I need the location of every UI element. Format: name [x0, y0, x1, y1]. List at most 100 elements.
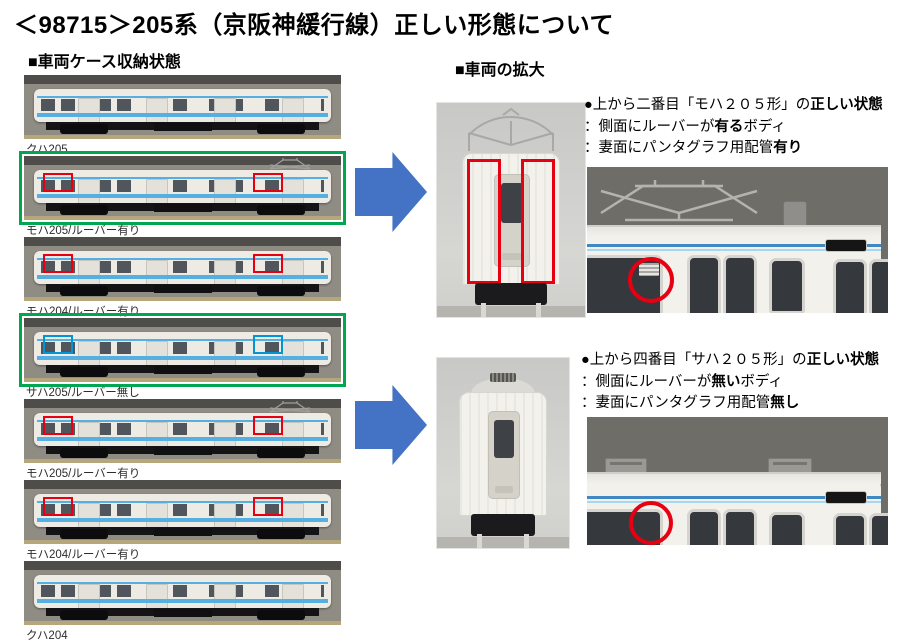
door: [214, 179, 236, 205]
end-door-window: [494, 419, 514, 458]
bogie: [257, 286, 305, 296]
rail: [524, 534, 530, 548]
louver-highlight-red: [253, 173, 283, 192]
door-window: [833, 259, 867, 313]
bogie: [60, 448, 108, 458]
stripe-thin: [37, 177, 328, 179]
window-band: [41, 99, 324, 111]
case-shadow: [24, 156, 341, 165]
case-edge: [24, 216, 341, 220]
track: [437, 537, 569, 548]
car-body: [34, 170, 331, 205]
stripe-thick: [37, 518, 328, 522]
bogie: [471, 514, 535, 536]
bogie: [60, 529, 108, 539]
car-body: [34, 494, 331, 529]
car-photo: [24, 480, 341, 544]
stripe-thin: [37, 501, 328, 503]
roof-grill: [489, 373, 517, 382]
door: [146, 422, 168, 448]
track: [437, 306, 585, 317]
door: [214, 422, 236, 448]
right-arrow-icon: [355, 152, 427, 232]
door: [282, 341, 304, 367]
car-label: モハ205/ルーバー有り: [26, 225, 141, 237]
case-shadow: [24, 561, 341, 570]
case-shadow: [24, 480, 341, 489]
louver-highlight-blue: [253, 335, 283, 354]
case-shadow: [24, 399, 341, 408]
underfloor-equipment: [154, 123, 212, 131]
bogie: [257, 367, 305, 377]
end-view-photo-saha205: [437, 358, 569, 548]
car-label: モハ204/ルーバー有り: [26, 306, 141, 318]
note-bold: 正しい状態: [810, 97, 883, 113]
note-text: ●上から二番目「モハ２０５形」の: [584, 97, 811, 113]
stripe-dark-blue: [587, 496, 881, 499]
car-row: サハ205/ルーバー無し: [19, 313, 346, 399]
case-edge: [24, 378, 341, 382]
door-window: [833, 513, 867, 545]
note-bold: 無し: [770, 395, 800, 411]
note-line: ：妻面にパンタグラフ用配管有り: [584, 138, 896, 160]
bogie: [60, 286, 108, 296]
note-line: ●上から二番目「モハ２０５形」の正しい状態: [584, 95, 896, 117]
door: [146, 584, 168, 610]
note-bold: 有る: [714, 118, 744, 135]
door: [78, 260, 100, 286]
case-edge: [24, 297, 341, 301]
underfloor-equipment: [154, 204, 212, 212]
right-arrow-icon: [355, 385, 427, 465]
door: [146, 98, 168, 124]
bogie: [475, 283, 547, 305]
door-window: [687, 509, 721, 545]
car-body: [34, 575, 331, 610]
car-label: クハ205: [26, 144, 68, 156]
underfloor-equipment: [154, 447, 212, 455]
underfloor-equipment: [154, 285, 212, 293]
car-photo: [19, 313, 346, 387]
stripe-thin: [37, 96, 328, 98]
underfloor-equipment: [154, 366, 212, 374]
louver-highlight-red: [43, 254, 73, 273]
car-label: クハ204: [26, 630, 68, 640]
stripe-light-blue: [587, 249, 881, 251]
piping-highlight-red: [521, 158, 556, 285]
note-line: ：側面にルーバーが有るボディ: [584, 117, 896, 139]
section-heading-zoom: ■車両の拡大: [455, 62, 545, 79]
roof-band: [587, 472, 881, 484]
door: [78, 584, 100, 610]
car-photo: [24, 399, 341, 463]
end-view-photo-moha205: [437, 103, 585, 317]
louver-highlight-blue: [43, 335, 73, 354]
car-photo: [19, 151, 346, 225]
door: [214, 260, 236, 286]
case-shadow: [24, 318, 341, 327]
stripe-thick: [37, 275, 328, 279]
note-text: ：妻面にパンタグラフ用配管: [584, 140, 774, 156]
roof-dome: [471, 378, 535, 394]
stripe-thick: [37, 113, 328, 117]
note-text: ：側面にルーバーが: [581, 373, 712, 390]
note-line: ：側面にルーバーが無いボディ: [581, 372, 896, 394]
door: [146, 341, 168, 367]
case-shadow: [24, 75, 341, 84]
door: [146, 179, 168, 205]
piping-highlight-red: [466, 158, 501, 285]
louver-highlight-red: [253, 416, 283, 435]
side-detail-photo-saha205: [587, 417, 888, 545]
bogie: [257, 610, 305, 620]
section-heading-case: ■車両ケース収納状態: [28, 54, 181, 71]
car-body: [34, 332, 331, 367]
note-text: ●上から四番目「サハ２０５形」の: [581, 352, 807, 368]
destination-sign: [825, 239, 867, 252]
door: [78, 503, 100, 529]
bogie: [257, 448, 305, 458]
car-end-face: [459, 392, 547, 516]
door-window: [723, 255, 757, 313]
side-detail-photo-moha205: [587, 167, 888, 313]
louver-highlight-red: [253, 497, 283, 516]
car-photo: [24, 75, 341, 139]
louver-highlight-red: [43, 416, 73, 435]
